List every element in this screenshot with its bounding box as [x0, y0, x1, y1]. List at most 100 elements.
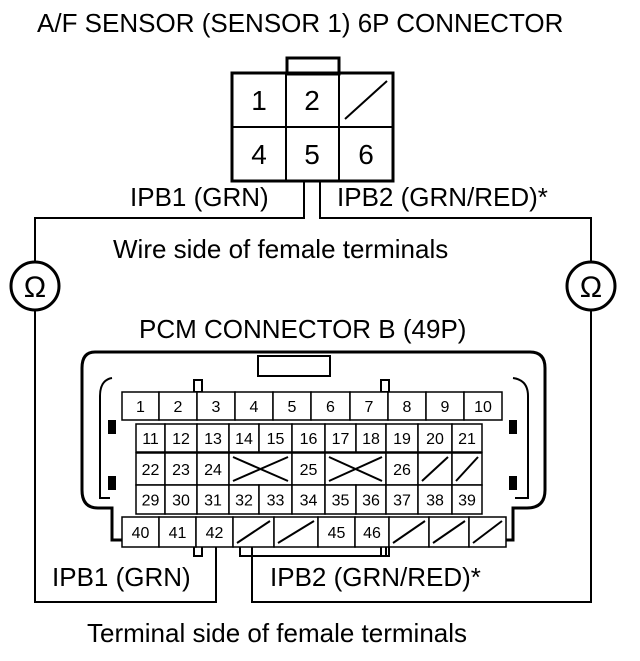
pcm-pin-3: 3	[212, 399, 221, 416]
pcm-housing-notch	[193, 379, 203, 393]
pcm-pin-41: 41	[169, 525, 187, 542]
unused-cavity-slash	[392, 520, 426, 544]
pcm-pin-34: 34	[300, 493, 318, 510]
pcm-housing-lock-tab	[509, 476, 517, 490]
pcm-housing-inner-left	[99, 377, 113, 499]
pcm-terminal-cell	[158, 516, 197, 548]
pcm-pin-5: 5	[288, 399, 297, 416]
pcm-terminal-cell	[164, 452, 198, 486]
pcm-terminal-cell	[387, 391, 427, 421]
unused-cavity-slash	[472, 520, 503, 544]
test-lead-ipb1	[34, 310, 217, 603]
test-lead-ipb1	[34, 181, 305, 262]
pcm-pin-20: 20	[426, 431, 444, 448]
pcm-pin-30: 30	[172, 493, 190, 510]
pcm-terminal-cell	[196, 484, 230, 515]
pcm-pin-24: 24	[204, 462, 222, 479]
pcm-housing-notch	[380, 379, 390, 393]
pcm-pin-39: 39	[458, 493, 476, 510]
pcm-pin-31: 31	[204, 493, 222, 510]
pcm-terminal-cell	[164, 423, 198, 453]
terminal-side-label: Terminal side of female terminals	[87, 618, 467, 648]
pcm-pin-23: 23	[172, 462, 190, 479]
pcm-pin-29: 29	[142, 493, 160, 510]
sensor-pin-6: 6	[358, 139, 374, 170]
pcm-pin-40: 40	[132, 525, 150, 542]
sensor-pin-4: 4	[251, 139, 267, 170]
pcm-terminal-cell	[291, 484, 326, 515]
pcm-pin-17: 17	[332, 431, 350, 448]
pcm-terminal-cell	[451, 423, 483, 453]
sensor-pin-1: 1	[251, 85, 267, 116]
pcm-pin-37: 37	[393, 493, 411, 510]
sensor-pin-2: 2	[304, 85, 320, 116]
pcm-pin-26: 26	[393, 462, 411, 479]
pcm-terminal-cell	[272, 391, 312, 421]
pcm-pin-11: 11	[142, 431, 159, 448]
ohmmeter-right: Ω	[565, 260, 617, 312]
ohmmeter-icon	[565, 260, 617, 312]
pcm-pin-6: 6	[326, 399, 335, 416]
wire-side-label: Wire side of female terminals	[113, 234, 448, 264]
pcm-terminal-cell	[196, 423, 230, 453]
pcm-connector-title: PCM CONNECTOR B (49P)	[139, 314, 466, 344]
ohm-symbol: Ω	[24, 271, 46, 304]
pcm-terminal-cell	[354, 516, 390, 548]
pcm-terminal-cell	[355, 423, 387, 453]
pcm-pin-22: 22	[142, 462, 160, 479]
pcm-pin-9: 9	[441, 399, 450, 416]
test-lead-ipb2	[319, 181, 592, 262]
pcm-pin-15: 15	[267, 431, 285, 448]
pcm-terminal-cell	[349, 391, 389, 421]
pcm-terminal-cell	[385, 423, 419, 453]
ohmmeter-icon	[9, 260, 61, 312]
pcm-pin-46: 46	[363, 525, 381, 542]
unused-cavity-slash	[236, 520, 271, 544]
ipb2-bottom-label: IPB2 (GRN/RED)*	[270, 562, 481, 592]
unused-cavity-slash	[455, 456, 479, 482]
pcm-terminal-cell	[451, 484, 483, 515]
pcm-terminal-cell	[135, 452, 166, 486]
unused-cavity-cross	[232, 456, 289, 482]
pcm-terminal-cell	[195, 516, 234, 548]
pcm-housing-lock-tab	[509, 420, 517, 434]
pcm-terminal-cell	[463, 391, 503, 421]
unused-cavity-slash	[277, 520, 315, 544]
pcm-terminal-cell	[158, 391, 198, 421]
pcm-terminal-cell	[317, 516, 356, 548]
pcm-pin-8: 8	[403, 399, 412, 416]
pcm-pin-2: 2	[174, 399, 183, 416]
pcm-terminal-cell	[135, 484, 166, 515]
pcm-housing-lock-tab	[108, 476, 116, 490]
ipb1-bottom-label: IPB1 (GRN)	[52, 562, 191, 592]
pcm-pin-21: 21	[458, 431, 476, 448]
pcm-terminal-cell	[228, 484, 260, 515]
pcm-terminal-cell	[324, 484, 357, 515]
unused-cavity-slash	[421, 456, 449, 482]
pcm-housing-inner-right	[512, 377, 529, 499]
pcm-pin-42: 42	[206, 525, 224, 542]
test-lead-ipb2	[251, 310, 592, 603]
ohm-symbol: Ω	[580, 271, 602, 304]
pcm-terminal-cell	[310, 391, 351, 421]
pcm-pin-4: 4	[250, 399, 259, 416]
pcm-pin-33: 33	[267, 493, 285, 510]
pcm-pin-7: 7	[365, 399, 374, 416]
pcm-housing-outer	[80, 350, 547, 542]
pcm-terminal-cell	[417, 484, 453, 515]
unused-cavity-cross	[328, 456, 383, 482]
pcm-housing-latch	[257, 355, 331, 377]
pcm-terminal-cell	[385, 484, 419, 515]
pcm-housing-lock-tab	[108, 420, 116, 434]
ohmmeter-left: Ω	[9, 260, 61, 312]
pcm-pin-14: 14	[235, 431, 253, 448]
pcm-pin-12: 12	[172, 431, 190, 448]
pcm-terminal-cell	[196, 391, 236, 421]
pcm-terminal-cell	[258, 484, 293, 515]
ipb1-top-label: IPB1 (GRN)	[130, 182, 269, 212]
pcm-terminal-cell	[417, 423, 453, 453]
